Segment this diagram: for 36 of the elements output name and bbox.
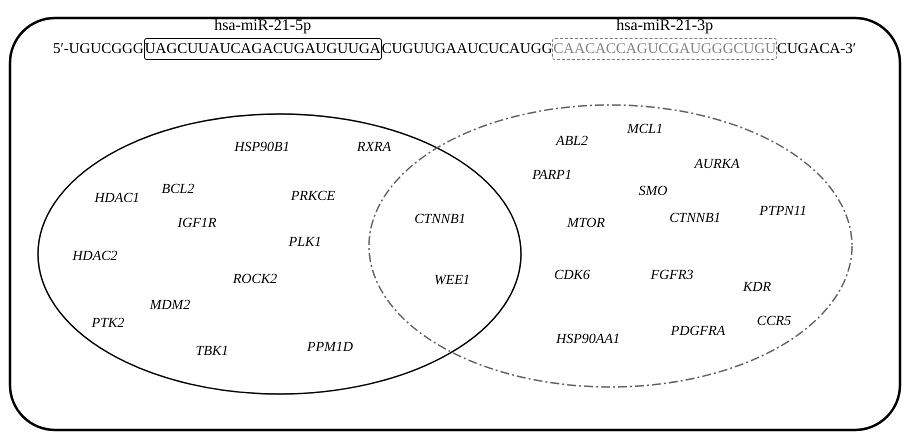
gene-name: CTNNB1 (669, 211, 721, 227)
gene-name: TBK1 (196, 344, 228, 360)
gene-name: PTPN11 (759, 204, 807, 220)
sequence-text: 5′-UGUCGGG (52, 40, 144, 59)
gene-name: ROCK2 (232, 272, 278, 288)
gene-name: FGFR3 (650, 268, 694, 284)
gene-name: HDAC2 (72, 249, 118, 265)
gene-name: PTK2 (92, 316, 124, 332)
gene-name: WEE1 (434, 273, 470, 289)
gene-name: PPM1D (307, 340, 353, 356)
gene-name: MTOR (567, 216, 605, 232)
gene-name: BCL2 (162, 182, 194, 198)
gene-name: ABL2 (556, 134, 588, 150)
gene-name: PRKCE (290, 189, 336, 205)
gene-name: KDR (743, 280, 771, 296)
gene-name: CDK6 (554, 268, 590, 284)
gene-name: MDM2 (150, 298, 190, 314)
gene-name: CTNNB1 (414, 212, 466, 228)
gene-name: PLK1 (288, 235, 322, 251)
gene-name: HDAC1 (94, 191, 140, 207)
gene-name: PARP1 (532, 168, 572, 184)
mirna-sequence-box: UAGCUUAUCAGACUGAUGUUGA (144, 38, 382, 60)
gene-name: SMO (638, 184, 668, 200)
mirna-name: hsa-miR-21-5p (214, 16, 312, 36)
gene-name: RXRA (356, 140, 392, 156)
sequence-text: CUGUUGAAUCUCAUGG (382, 40, 552, 59)
gene-name: PDGFRA (670, 324, 726, 340)
mirna-name: hsa-miR-21-3p (616, 16, 714, 36)
gene-name: HSP90B1 (234, 140, 290, 156)
gene-name: AURKA (694, 157, 740, 173)
gene-name: MCL1 (627, 122, 663, 138)
gene-name: IGF1R (178, 216, 216, 232)
gene-name: CCR5 (756, 314, 792, 330)
mirna-sequence-box: CAACACCAGUCGAUGGGCUGU (552, 38, 777, 60)
sequence-text: CUGACA-3′ (776, 40, 856, 59)
gene-name: HSP90AA1 (556, 332, 620, 348)
